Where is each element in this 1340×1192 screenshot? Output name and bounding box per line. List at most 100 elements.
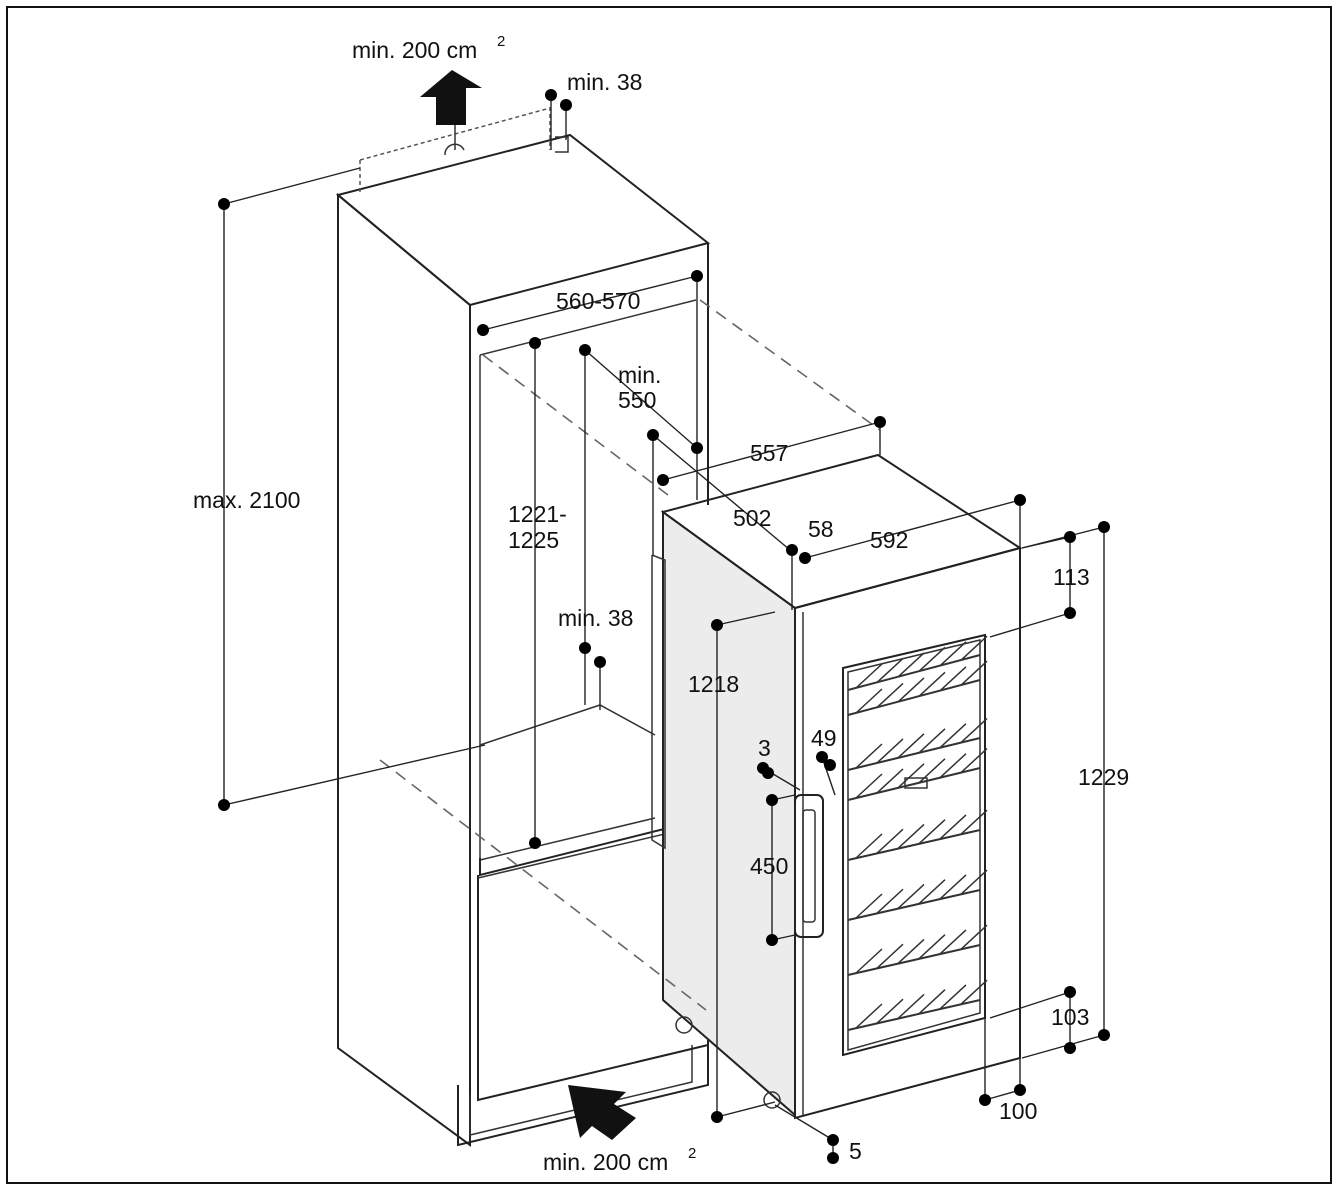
- bottle-rail: [960, 635, 988, 661]
- dimension-dot: [824, 759, 836, 771]
- label-height-1218: 1218: [688, 671, 739, 697]
- dimension-dot: [874, 416, 886, 428]
- bottle-rail: [960, 979, 988, 1005]
- label-niche-depth-b: 550: [618, 387, 656, 413]
- label-handle-3: 3: [758, 735, 771, 761]
- label-handle-49: 49: [811, 725, 837, 751]
- dimension-dot: [1064, 986, 1076, 998]
- dimension-dot: [979, 1094, 991, 1106]
- bottle-rail: [960, 660, 988, 686]
- bottle-rail: [897, 733, 925, 759]
- bottle-rail: [939, 984, 967, 1010]
- label-depth-557: 557: [750, 440, 788, 466]
- bottle-rail: [876, 998, 904, 1024]
- dimension-dot: [1064, 531, 1076, 543]
- bottle-rail: [960, 924, 988, 950]
- label-depth-502: 502: [733, 505, 771, 531]
- bottle-rail: [960, 748, 988, 774]
- bottle-rail: [876, 943, 904, 969]
- bottle-rail: [855, 948, 883, 974]
- bottle-rail: [897, 938, 925, 965]
- bottle-rail: [960, 718, 988, 744]
- dimension-dot: [477, 324, 489, 336]
- bottle-rail: [918, 879, 946, 905]
- label-height-1229: 1229: [1078, 764, 1129, 790]
- label-vent-top-sup: 2: [497, 33, 505, 50]
- label-niche-width: 560-570: [556, 288, 640, 314]
- wine-shelves: [847, 635, 988, 1031]
- dimension-dot: [799, 552, 811, 564]
- bottle-rail: [939, 929, 967, 955]
- shelf-front: [847, 737, 981, 771]
- dimension-dot: [827, 1152, 839, 1164]
- dimension-dot: [1014, 494, 1026, 506]
- projection-lines: [379, 299, 881, 1011]
- label-bottom-100: 100: [999, 1098, 1037, 1124]
- label-niche-depth-a: min.: [618, 362, 661, 388]
- dimension-dot: [766, 934, 778, 946]
- bottle-rail: [897, 883, 925, 910]
- bottle-rail: [939, 753, 967, 779]
- niche-cabinet: [335, 133, 711, 1147]
- dimension-dot: [594, 656, 606, 668]
- bottle-rail: [918, 819, 946, 845]
- label-bottom-103: 103: [1051, 1004, 1089, 1030]
- label-top-113: 113: [1053, 564, 1090, 590]
- shelf-front: [847, 829, 981, 861]
- label-handle-450: 450: [750, 853, 788, 879]
- bottle-rail: [918, 671, 946, 697]
- dimension-dot: [691, 442, 703, 454]
- bottle-rail: [960, 809, 988, 835]
- label-width-592: 592: [870, 527, 908, 553]
- dimension-dot: [762, 767, 774, 779]
- bottle-rail: [939, 641, 967, 667]
- dimension-dot: [1064, 1042, 1076, 1054]
- dimension-dot: [1064, 607, 1076, 619]
- dimension-dot: [1098, 1029, 1110, 1041]
- dimension-dot: [657, 474, 669, 486]
- bottle-rail: [897, 677, 925, 703]
- bottle-rail: [876, 738, 904, 764]
- dimension-dot: [1014, 1084, 1026, 1096]
- dimension-dot: [827, 1134, 839, 1146]
- label-offset-58: 58: [808, 516, 834, 542]
- bottle-rail: [918, 646, 946, 672]
- label-max-height: max. 2100: [193, 487, 300, 513]
- shelf-front: [847, 654, 981, 691]
- dimension-dot: [579, 344, 591, 356]
- bottle-rail: [876, 682, 904, 708]
- dimension-dot: [816, 751, 828, 763]
- dimension-dot: [766, 794, 778, 806]
- dimension-dot: [579, 642, 591, 654]
- bottle-rail: [855, 1003, 883, 1029]
- bottle-rail: [855, 833, 883, 859]
- bottle-rail: [918, 934, 946, 960]
- dimension-dot: [218, 799, 230, 811]
- bottle-rail: [876, 657, 904, 683]
- bottle-rail: [855, 743, 883, 769]
- bottle-rail: [876, 888, 904, 914]
- label-vent-bottom-sup: 2: [688, 1145, 696, 1162]
- label-vent-bottom: min. 200 cm: [543, 1149, 668, 1175]
- dimension-dot: [1098, 521, 1110, 533]
- dimension-dot: [529, 337, 541, 349]
- top-vent-outline: [359, 107, 569, 192]
- bottle-rail: [939, 814, 967, 840]
- diagram-frame: [6, 6, 1332, 1184]
- dimension-dot: [711, 1111, 723, 1123]
- bottle-rail: [918, 989, 946, 1015]
- bottle-rail: [897, 763, 925, 789]
- label-niche-height-b: 1225: [508, 527, 559, 553]
- bottle-rail: [897, 823, 925, 850]
- bottle-rail: [855, 893, 883, 919]
- bottle-rail: [855, 773, 883, 799]
- bottle-rail: [855, 663, 883, 689]
- bottle-rail: [939, 723, 967, 749]
- bottle-rail: [897, 993, 925, 1020]
- shelf-front: [847, 767, 981, 801]
- bottle-rail: [876, 768, 904, 794]
- shelf-front: [847, 889, 981, 921]
- dimension-dot: [786, 544, 798, 556]
- bottle-rail: [897, 652, 925, 678]
